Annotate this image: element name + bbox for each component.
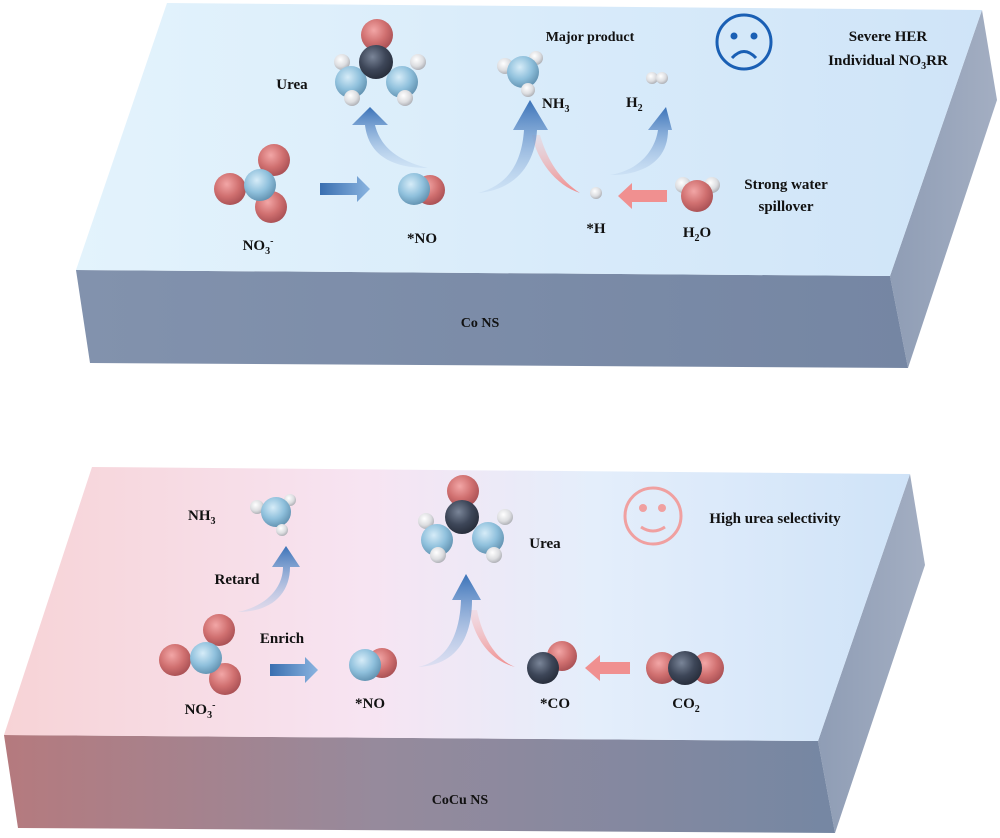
arrow-no-to-urea-b <box>418 574 481 667</box>
arrow-no-to-nh3 <box>478 100 548 193</box>
arrow-no3-to-no <box>320 176 370 202</box>
urea-molecule <box>334 19 426 106</box>
co-ns-label: Co NS <box>461 316 500 331</box>
adsorbed-no-molecule-b <box>349 648 397 681</box>
co2-label: CO2 <box>672 696 700 715</box>
major-product-label: Major product <box>546 30 635 45</box>
adsorbed-co-molecule-b <box>527 641 577 684</box>
retard-label: Retard <box>215 572 261 588</box>
nh3-label: NH3 <box>542 96 570 115</box>
h2-label: H2 <box>626 95 643 114</box>
water-molecule <box>675 177 720 212</box>
arrow-co2-to-co <box>585 655 630 681</box>
water-spillover-label-line2: spillover <box>759 199 814 215</box>
arrow-co-to-urea <box>469 610 515 667</box>
cocu-slab-front-face <box>4 735 835 833</box>
water-label: H2O <box>683 225 711 244</box>
arrow-no3-to-nh3-retard <box>238 546 300 612</box>
high-urea-selectivity-label: High urea selectivity <box>709 511 841 527</box>
co-slab-side-face <box>890 10 997 368</box>
severe-her-label: Severe HER <box>849 29 928 45</box>
nh3-label-b: NH3 <box>188 508 216 527</box>
nitrate-molecule <box>214 144 290 223</box>
urea-label-b: Urea <box>529 536 561 552</box>
individual-no3rr-label: Individual NO3RR <box>828 53 948 72</box>
adsorbed-no-label: *NO <box>407 231 437 247</box>
enrich-label: Enrich <box>260 631 305 647</box>
cocu-slab-side-face <box>818 474 925 833</box>
arrow-h-to-h2 <box>610 107 672 175</box>
arrow-no-to-urea <box>352 107 428 168</box>
carbon-dioxide-molecule <box>646 651 724 685</box>
nitrate-molecule-b <box>159 614 241 695</box>
sad-face-icon <box>715 13 773 71</box>
nitrate-label-b: NO3- <box>185 700 216 721</box>
cocu-ns-panel: CoCu NS NH3 Retard NO3- Enrich *NO <box>4 467 925 833</box>
adsorbed-h-label: *H <box>586 221 606 237</box>
urea-label: Urea <box>276 77 308 93</box>
co-slab-front-face <box>76 270 908 368</box>
arrow-h-to-nh3 <box>532 135 580 193</box>
hydrogen-molecule <box>646 72 668 84</box>
nitrate-label: NO3- <box>243 236 274 257</box>
happy-face-icon <box>623 486 683 546</box>
adsorbed-no-label-b: *NO <box>355 696 385 712</box>
urea-molecule-b <box>418 475 513 563</box>
water-spillover-label-line1: Strong water <box>744 177 828 193</box>
arrow-no3-to-no-enrich <box>270 657 318 683</box>
cocu-ns-label: CoCu NS <box>432 793 489 808</box>
ammonia-molecule <box>497 51 543 97</box>
arrow-h2o-to-h <box>618 183 667 209</box>
co-ns-panel: Co NS Urea Major product NH3 <box>76 3 997 368</box>
adsorbed-no-molecule <box>398 173 445 205</box>
ammonia-molecule-b <box>250 494 296 536</box>
adsorbed-co-label: *CO <box>540 696 570 712</box>
adsorbed-h-atom <box>590 187 602 199</box>
